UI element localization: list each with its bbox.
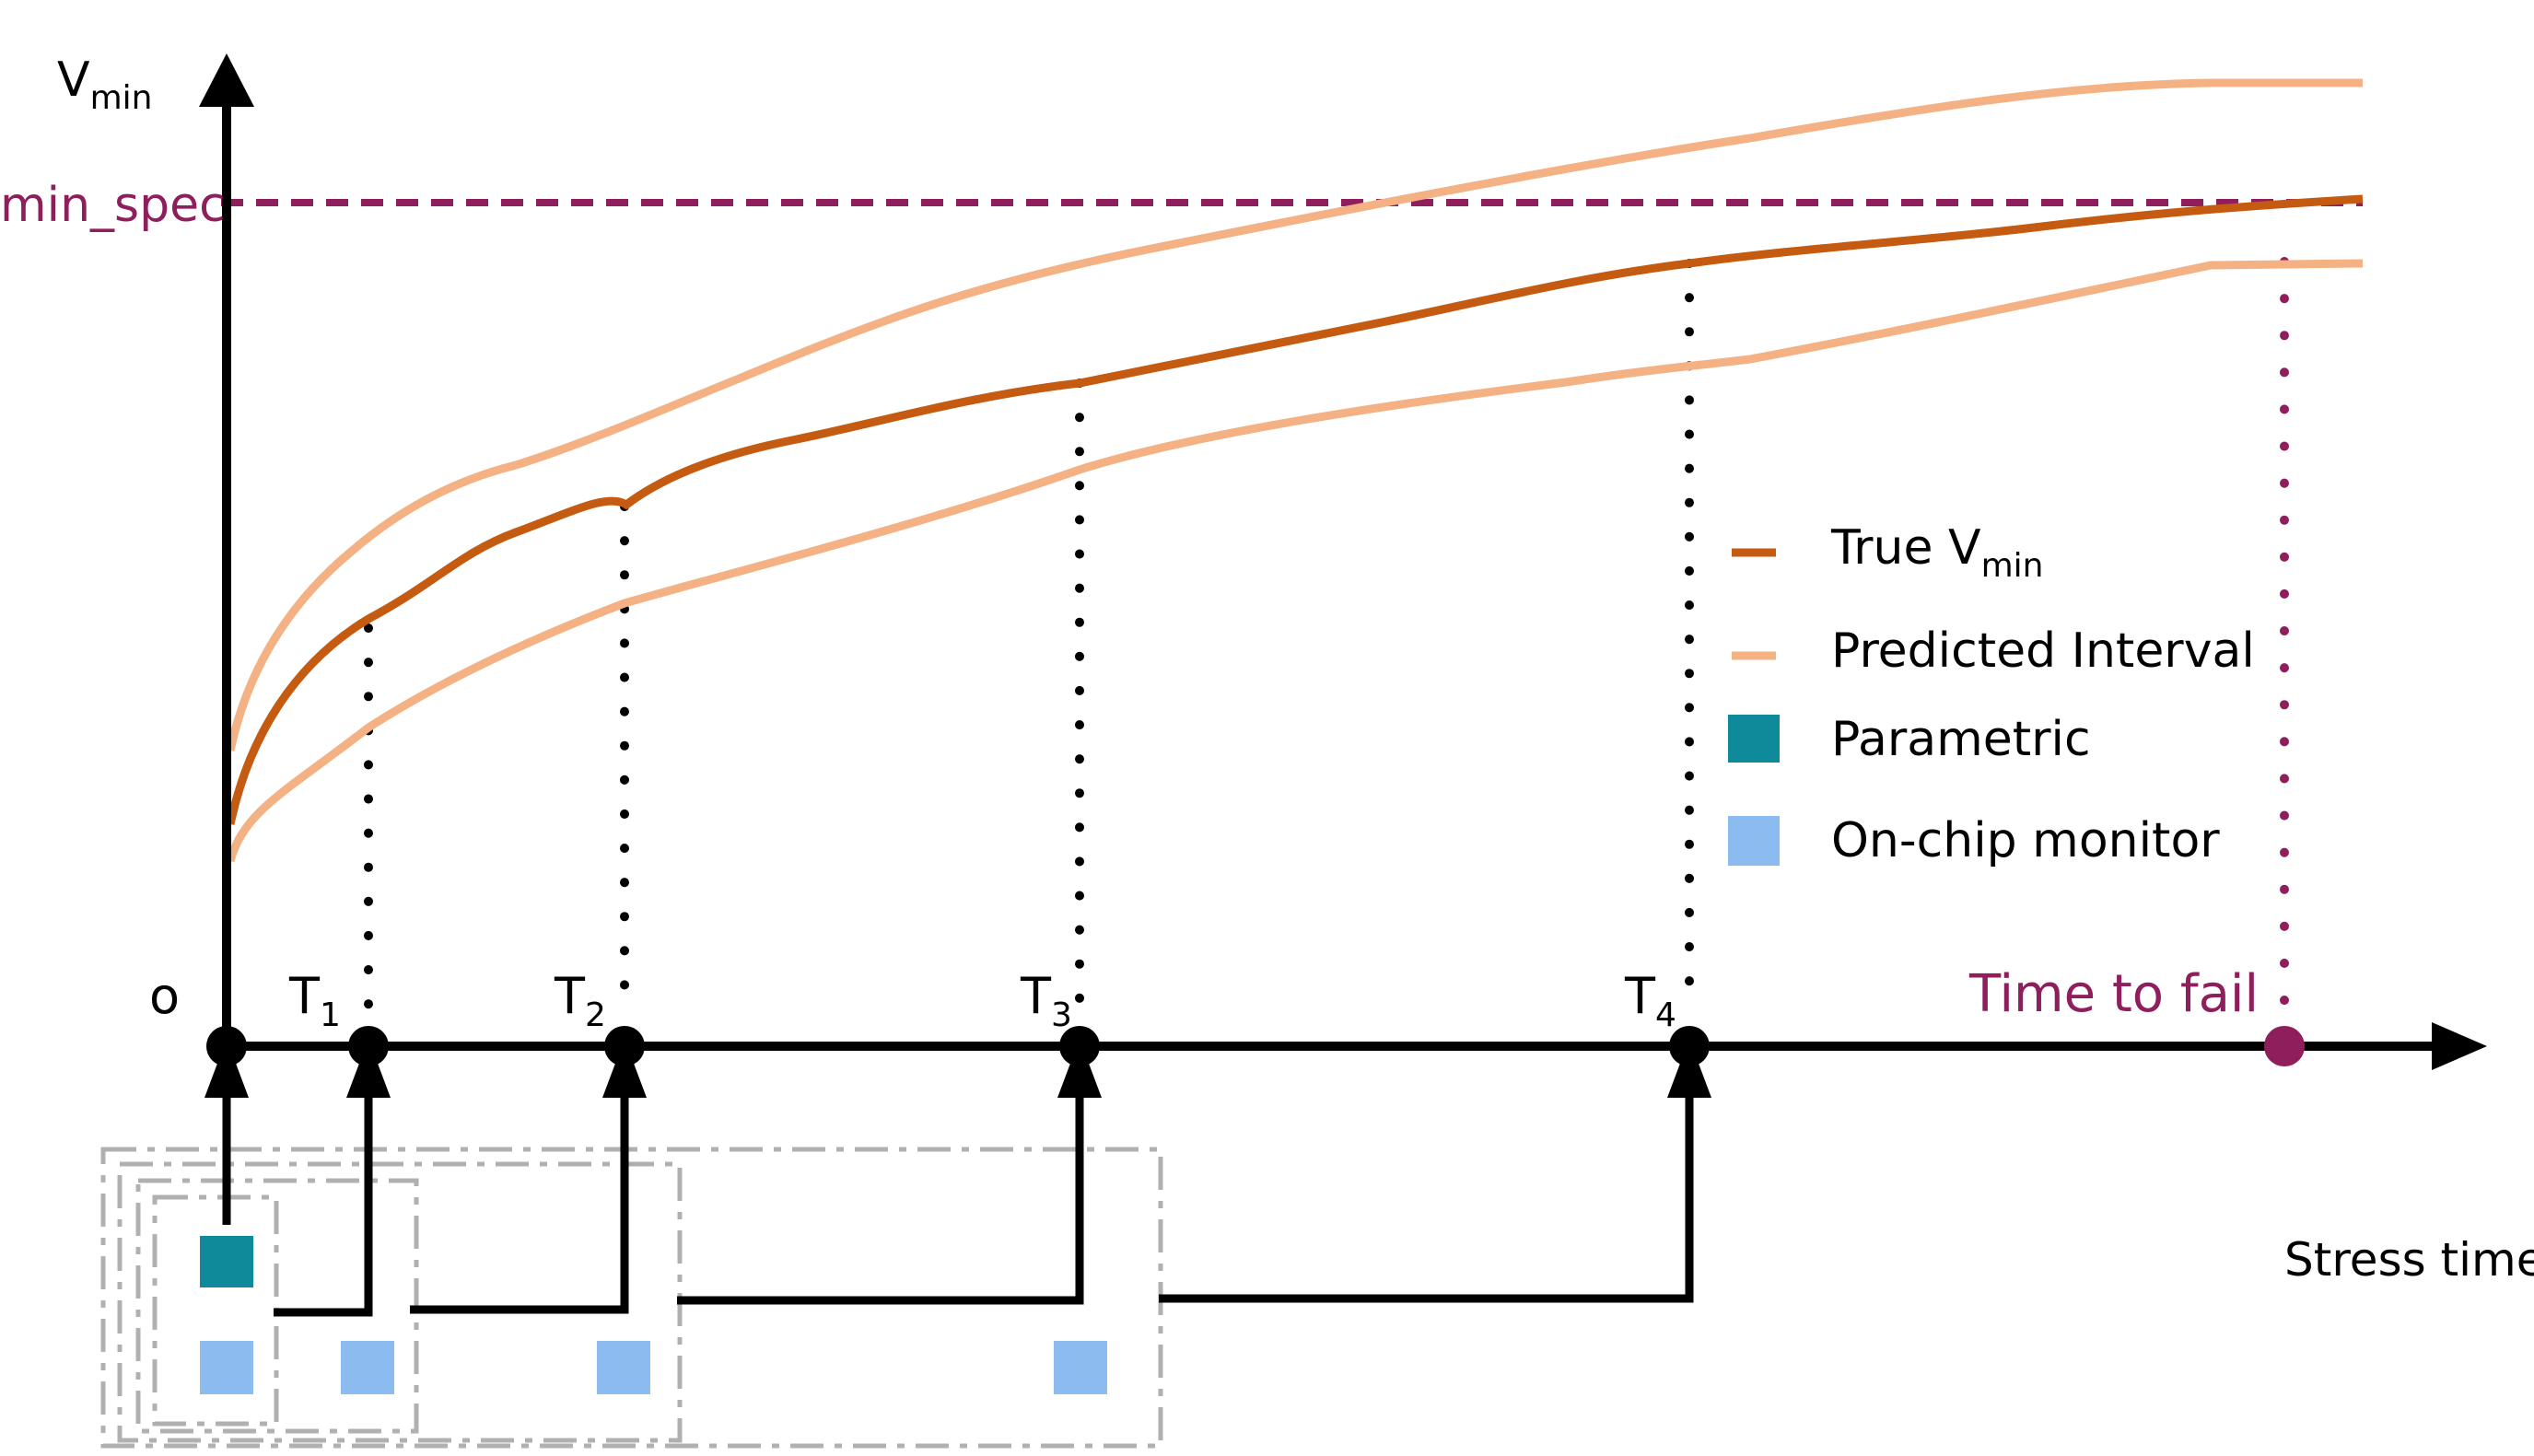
up-arrow-icon (1057, 1039, 1102, 1098)
connector-t1 (274, 1087, 373, 1317)
node-dot-icon (1059, 1026, 1100, 1066)
x-axis-label: Stress time (2284, 1233, 2534, 1287)
legend-onchip-label: On-chip monitor (1831, 813, 2220, 868)
connector-t4 (1159, 1087, 1694, 1303)
time-label-t3: T3 (1020, 967, 1072, 1034)
onchip-square-3 (1054, 1341, 1107, 1394)
fail-node (2264, 1026, 2305, 1066)
legend-parametric-swatch (1728, 715, 1780, 763)
predicted-upper-curve (226, 78, 2363, 751)
connector-t2 (410, 1087, 629, 1314)
legend: True Vmin Predicted Interval Parametric … (1728, 520, 2255, 868)
group-box-t3 (117, 1161, 683, 1443)
origin-label: o (149, 967, 180, 1025)
time-drop-lines (364, 259, 1694, 1018)
true-vmin-curve (226, 194, 2364, 825)
time-label-t4: T4 (1624, 967, 1676, 1034)
node-dot-icon (604, 1026, 645, 1066)
legend-onchip-swatch (1728, 816, 1780, 866)
parametric-square (200, 1236, 253, 1287)
y-axis-label: Vmin (57, 52, 152, 117)
node-dot-icon (348, 1026, 389, 1066)
node-dot-icon (1669, 1026, 1710, 1066)
time-nodes (206, 1026, 1710, 1066)
up-arrow-icons (204, 1039, 1711, 1098)
legend-parametric-label: Parametric (1831, 712, 2091, 767)
time-label-t2: T2 (554, 967, 606, 1034)
time-label-t1: T1 (288, 967, 341, 1034)
predicted-lower-curve (226, 259, 2364, 863)
up-arrow-icon (204, 1039, 249, 1098)
up-arrow-icon (1667, 1039, 1711, 1098)
legend-predicted-label: Predicted Interval (1831, 623, 2255, 679)
up-arrow-icon (346, 1039, 391, 1098)
connector-lines (222, 1087, 1694, 1317)
onchip-square-1 (341, 1341, 394, 1394)
connector-t3 (677, 1087, 1084, 1305)
up-arrow-icon (199, 53, 254, 107)
up-arrow-icon (602, 1039, 647, 1098)
min-spec-label: min_spec (0, 178, 226, 233)
legend-true-vmin-label: True Vmin (1830, 520, 2043, 585)
onchip-square-2 (597, 1341, 650, 1394)
right-arrow-icon (2432, 1022, 2487, 1070)
time-to-fail-label: Time to fail (1968, 964, 2259, 1024)
node-dot-icon (206, 1026, 247, 1066)
onchip-square-0 (200, 1341, 253, 1394)
